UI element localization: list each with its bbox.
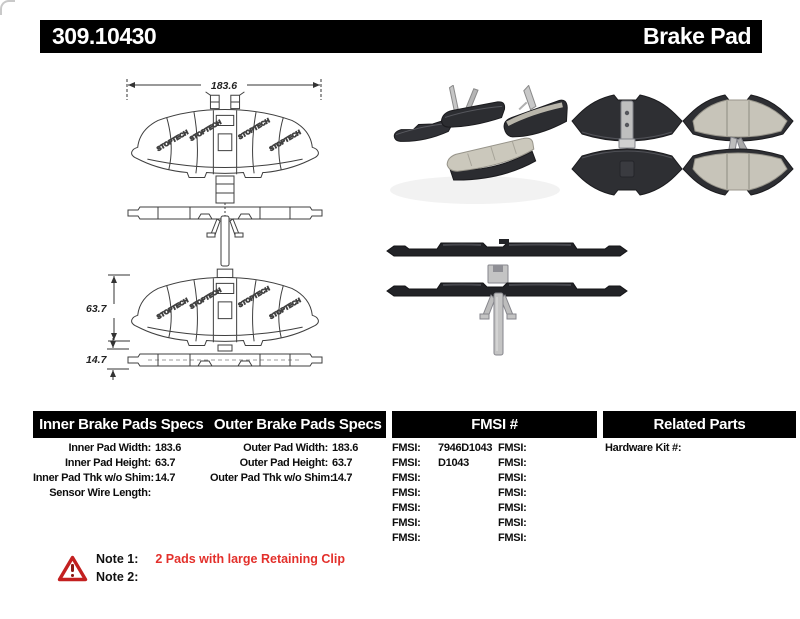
outer-specs-column: Outer Pad Width:183.6 Outer Pad Height:6…: [210, 441, 358, 486]
photo-pad-edge-top: [386, 239, 628, 257]
fmsi-row: FMSI:: [498, 472, 527, 484]
spec-row: Outer Pad Height:63.7: [239, 457, 353, 469]
dim-height-label: 63.7: [86, 303, 108, 315]
fmsi-row: FMSI:: [392, 502, 421, 514]
fmsi-header: FMSI #: [471, 416, 518, 433]
page-corner-mark: [0, 0, 15, 15]
photo-pad-edge-with-clip: [386, 264, 628, 356]
fmsi-row: FMSI:: [392, 517, 421, 529]
related-parts-row: Hardware Kit #:: [605, 442, 682, 454]
spec-row: Inner Pad Thk w/o Shim:14.7: [33, 472, 176, 484]
fmsi-row: FMSI:: [498, 487, 527, 499]
fmsi-row: FMSI:: [498, 442, 527, 454]
note-1-label: Note 1:: [96, 552, 139, 566]
spec-row: Inner Pad Height:63.7: [65, 457, 176, 469]
photo-pad-back-with-clip: [571, 94, 683, 149]
note-1-text: 2 Pads with large Retaining Clip: [155, 552, 345, 566]
product-name: Brake Pad: [642, 23, 752, 49]
note-2: Note 2:: [96, 570, 155, 584]
fmsi-row: FMSI:: [392, 487, 421, 499]
pad-edge-view-bottom: [127, 345, 323, 367]
photo-pad-back-plain: [571, 148, 683, 196]
photo-pad-friction-with-sensor: [682, 94, 794, 153]
related-parts-column: Hardware Kit #:: [605, 441, 685, 456]
warning-triangle-icon: [57, 555, 88, 582]
inner-specs-column: Inner Pad Width:183.6 Inner Pad Height:6…: [33, 441, 181, 501]
photo-pads-edge-views: [386, 239, 628, 356]
related-parts-header-bar: Related Parts: [603, 411, 796, 438]
product-photos: [386, 85, 794, 356]
pad-edge-view-with-clip: [127, 176, 323, 266]
fmsi-row: FMSI:D1043: [392, 457, 469, 469]
inner-specs-header: Inner Brake Pads Specs: [39, 416, 204, 433]
spec-row: Outer Pad Thk w/o Shim:14.7: [210, 472, 353, 484]
fmsi-row: FMSI:7946D1043: [392, 442, 493, 454]
fmsi-column-left: FMSI:7946D1043 FMSI:D1043 FMSI: FMSI: FM…: [392, 441, 492, 546]
dim-thickness: [107, 338, 129, 380]
fmsi-row: FMSI:: [498, 517, 527, 529]
note-1: Note 1: 2 Pads with large Retaining Clip: [96, 552, 345, 566]
pad-technical-drawing: 183.6 STOPTECH STOPTECH STOPTECH STOPTEC…: [85, 70, 323, 390]
fmsi-row: FMSI:: [498, 502, 527, 514]
specs-header-bar: Inner Brake Pads Specs Outer Brake Pads …: [33, 411, 386, 438]
related-parts-header: Related Parts: [653, 416, 746, 433]
photo-pad-angled-2: [440, 85, 506, 128]
spec-row: Inner Pad Width:183.6: [68, 442, 182, 454]
part-number: 309.10430: [52, 23, 157, 49]
dim-width: [127, 79, 321, 100]
dim-width-label: 183.6: [211, 80, 237, 92]
pad-front-view-bottom: STOPTECH STOPTECH STOPTECH STOPTECH: [131, 269, 319, 347]
dim-thickness-label: 14.7: [86, 354, 108, 366]
fmsi-row: FMSI:: [498, 532, 527, 544]
spec-row: Sensor Wire Length:: [49, 487, 151, 499]
fmsi-row: FMSI:: [392, 532, 421, 544]
pad-front-view-top: STOPTECH STOPTECH STOPTECH STOPTECH: [131, 92, 319, 179]
photo-pads-flat-grid: [571, 94, 794, 196]
fmsi-row: FMSI:: [392, 472, 421, 484]
spec-row: Outer Pad Width:183.6: [243, 442, 359, 454]
photo-pad-friction-plain: [682, 148, 794, 196]
photo-pads-perspective: [390, 85, 568, 204]
fmsi-header-bar: FMSI #: [392, 411, 597, 438]
fmsi-row: FMSI:: [498, 457, 527, 469]
note-2-label: Note 2:: [96, 570, 139, 584]
photo-pad-angled-3: [446, 137, 537, 181]
title-bar: 309.10430 Brake Pad: [40, 20, 762, 53]
outer-specs-header: Outer Brake Pads Specs: [213, 416, 382, 433]
photo-pad-angled-4: [503, 85, 568, 138]
fmsi-column-right: FMSI: FMSI: FMSI: FMSI: FMSI: FMSI: FMSI…: [498, 441, 544, 546]
